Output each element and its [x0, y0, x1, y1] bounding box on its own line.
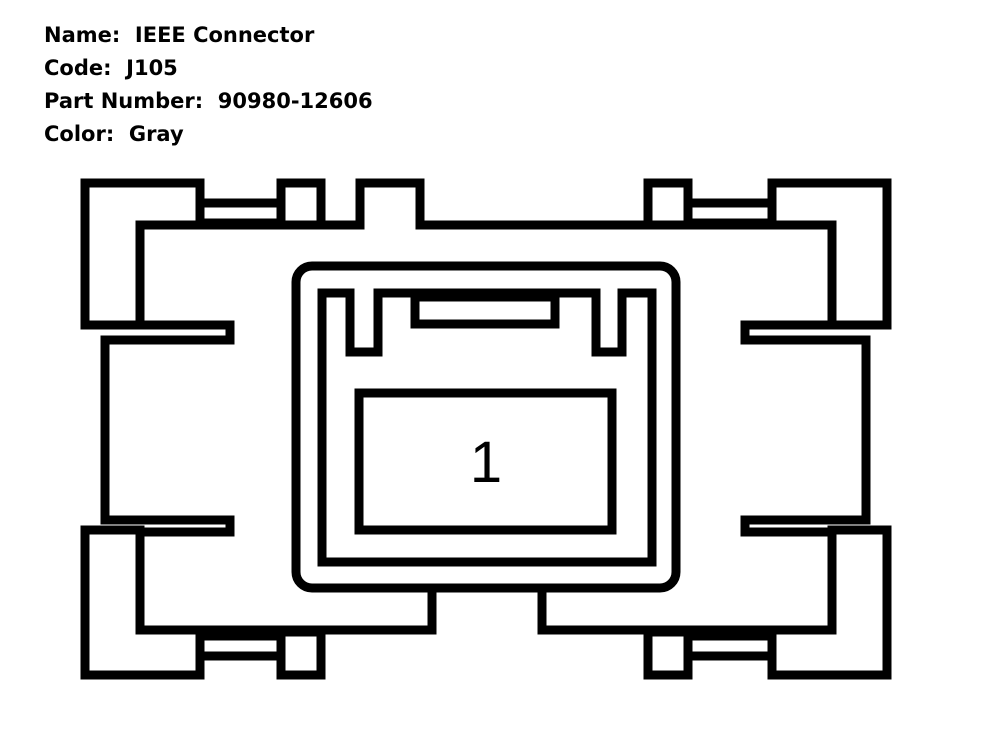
top-right-clip-bar: [683, 198, 777, 228]
code-label: Code:: [44, 56, 112, 80]
connector-info: Name: IEEE Connector Code: J105 Part Num…: [44, 19, 373, 151]
mating-face-outer: [291, 261, 681, 593]
code-value: J105: [126, 56, 178, 80]
bottom-left-clip-bar: [195, 631, 286, 661]
bottom-right-corner: [767, 525, 892, 680]
top-right-clip-box: [643, 178, 693, 230]
color-label: Color:: [44, 122, 115, 146]
code-row: Code: J105: [44, 52, 373, 85]
bottom-right-clip-box: [643, 627, 693, 680]
bottom-left-clip-box: [276, 627, 326, 680]
color-row: Color: Gray: [44, 118, 373, 151]
top-left-clip-bar: [195, 198, 286, 228]
part-number-row: Part Number: 90980-12606: [44, 85, 373, 118]
name-row: Name: IEEE Connector: [44, 19, 373, 52]
part-number-label: Part Number:: [44, 89, 204, 113]
top-left-clip-box: [276, 178, 326, 230]
housing-right-side: [740, 320, 871, 537]
housing-bottom-edge-left: [140, 588, 437, 635]
top-right-corner: [767, 178, 892, 330]
name-value: IEEE Connector: [134, 23, 315, 47]
color-value: Gray: [128, 122, 184, 146]
bottom-left-corner: [80, 525, 205, 680]
pin-1-label: 1: [470, 430, 502, 495]
keying-bar: [410, 292, 560, 329]
connector-housing: [80, 178, 892, 680]
terminal-cavity: [354, 388, 617, 535]
bottom-right-clip-bar: [683, 631, 777, 661]
housing-left-side: [100, 320, 235, 537]
top-left-corner: [80, 178, 205, 330]
part-number-value: 90980-12606: [217, 89, 373, 113]
name-label: Name:: [44, 23, 121, 47]
mating-face-inner: [317, 288, 657, 567]
housing-bottom-edge-right: [537, 588, 832, 635]
